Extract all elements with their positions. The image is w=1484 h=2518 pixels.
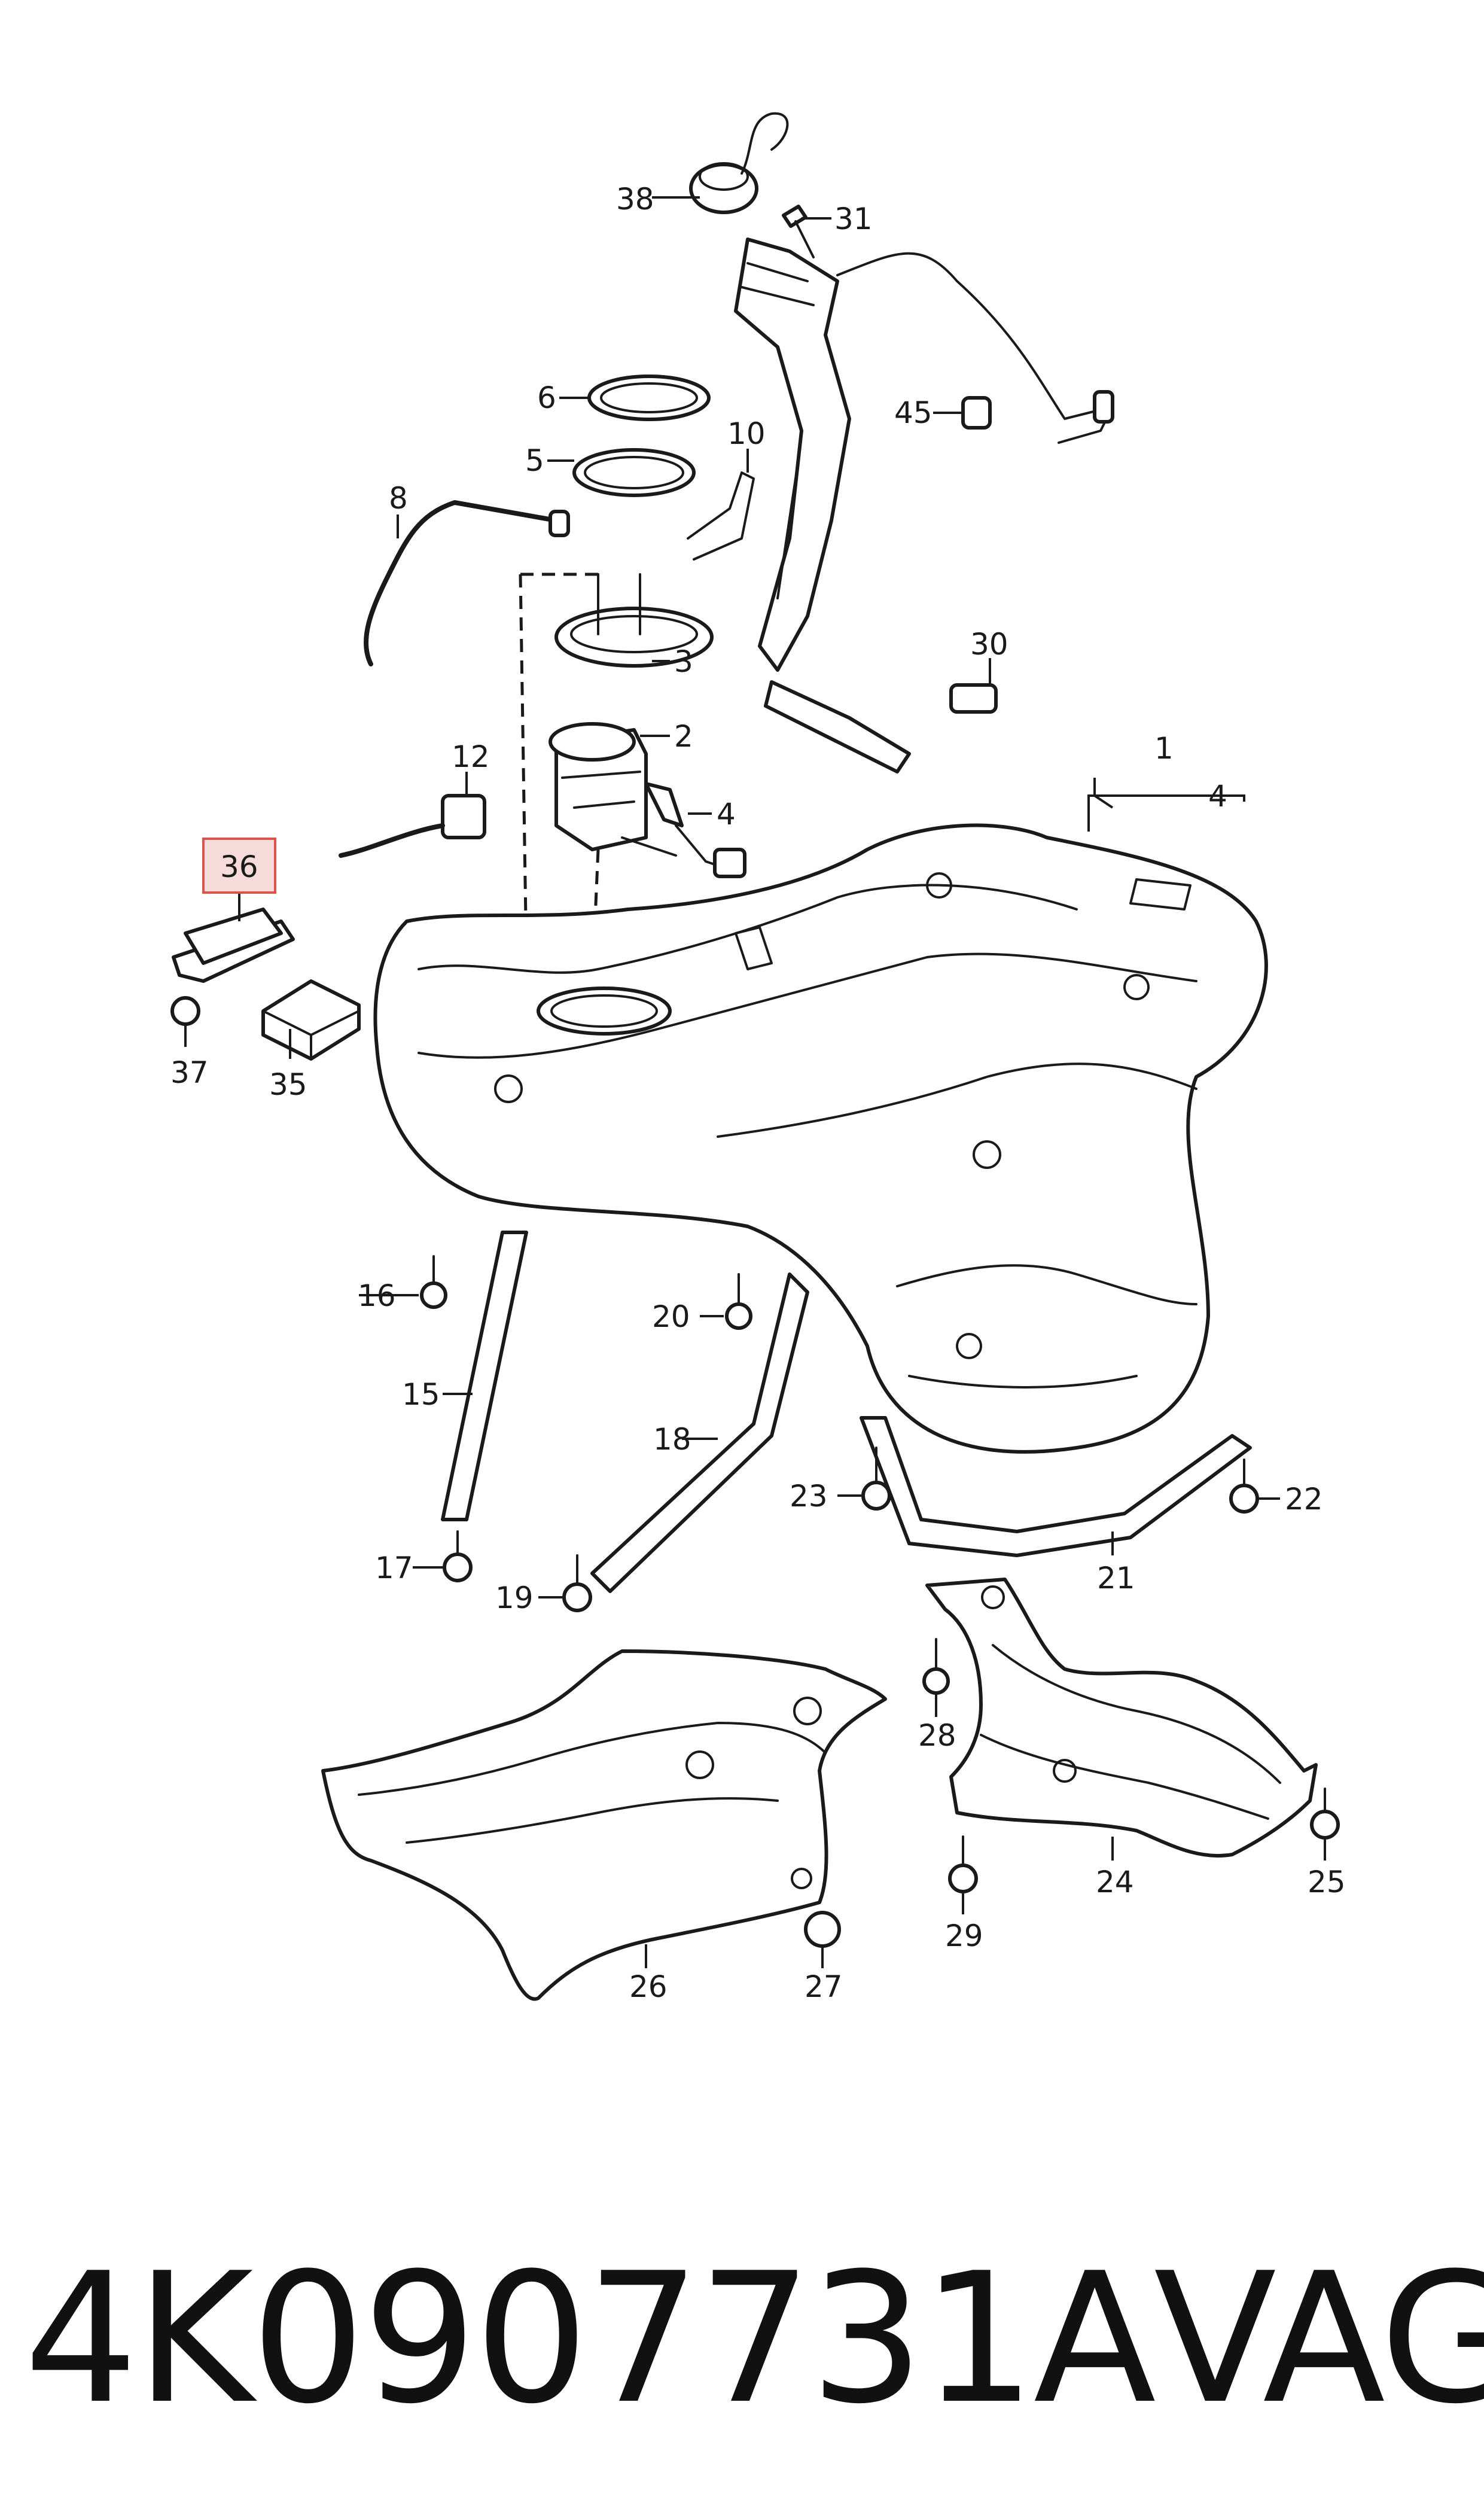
callout-31: 31 [834,202,873,236]
callout-24: 24 [1096,1865,1134,1899]
fuel-pump-2 [548,722,677,857]
callout-16: 16 [358,1278,396,1313]
fuel-tank [373,823,1268,1454]
seal-5 [572,448,696,497]
leader-lines [184,196,1326,1968]
callout-22: 22 [1285,1482,1323,1517]
bolt-22 [1229,1459,1259,1514]
callout-38: 38 [616,182,654,217]
heat-shield-28 [321,1649,887,2001]
callout-15: 15 [402,1377,440,1412]
valve-12 [339,794,486,858]
callout-20: 20 [652,1299,690,1334]
flange-3 [554,573,714,668]
callout-28: 26 [629,1969,668,2004]
callout-1: 1 [1154,731,1174,766]
callout-3: 3 [674,644,693,679]
filler-neck [734,238,1114,774]
callout-23: 23 [790,1479,828,1514]
bolt-19 [562,1554,592,1612]
callout-25: 25 [1308,1865,1346,1899]
callout-4a: 4 [1208,779,1227,814]
callout-4b: 4 [717,797,736,832]
highlight-box-36 [202,838,276,894]
callout-18: 18 [653,1422,691,1457]
filler-cap [689,112,789,214]
bolt-23 [861,1447,891,1511]
bolt-17 [443,1530,473,1582]
callout-30: 30 [970,627,1008,662]
bolt-26 [922,1638,950,1695]
nut-37 [170,996,200,1026]
callout-45: 45 [894,395,933,430]
strap-15 [441,1231,528,1521]
callout-27: 29 [945,1919,983,1953]
bolt-16 [420,1255,447,1309]
parts-exploded-diagram: 38 31 45 6 10 5 8 3 30 2 1 12 4 4 36 37 … [170,112,1346,2004]
callout-10: 10 [727,416,766,451]
bracket-36 [172,908,295,983]
clip-29 [804,1911,841,1948]
clamp-30 [949,683,998,714]
line-10 [687,471,755,561]
callout-21: 21 [1097,1561,1135,1596]
brand-label: VAG [1153,2234,1484,2443]
callout-36: 36 [220,850,258,884]
callout-35: 35 [269,1067,307,1102]
strap-21 [860,1416,1252,1557]
part-number: 4K0907731A [24,2234,1156,2443]
callout-17: 17 [375,1551,413,1585]
callout-26: 28 [918,1718,956,1753]
callout-5: 5 [525,443,544,478]
connector-8 [548,510,570,537]
bolt-27 [948,1835,978,1893]
callout-37: 37 [170,1055,209,1090]
callout-29: 27 [805,1969,843,2004]
footer: 4K0907731A VAG [24,2213,1484,2465]
strap-18 [590,1272,809,1593]
level-sender-4 [644,782,746,878]
callout-2: 2 [674,719,693,754]
callout-6: 6 [537,380,556,415]
vent-line-8 [364,500,559,666]
callout-19: 19 [495,1581,534,1615]
callout-12: 12 [452,739,490,774]
clip-45 [961,396,992,430]
bolt-25 [1310,1788,1340,1840]
callout-8: 8 [389,481,408,516]
sealing-ring-6 [587,374,711,421]
control-unit-35 [261,979,361,1061]
heat-shield-24 [925,1578,1318,1858]
bolt-20 [725,1273,752,1330]
